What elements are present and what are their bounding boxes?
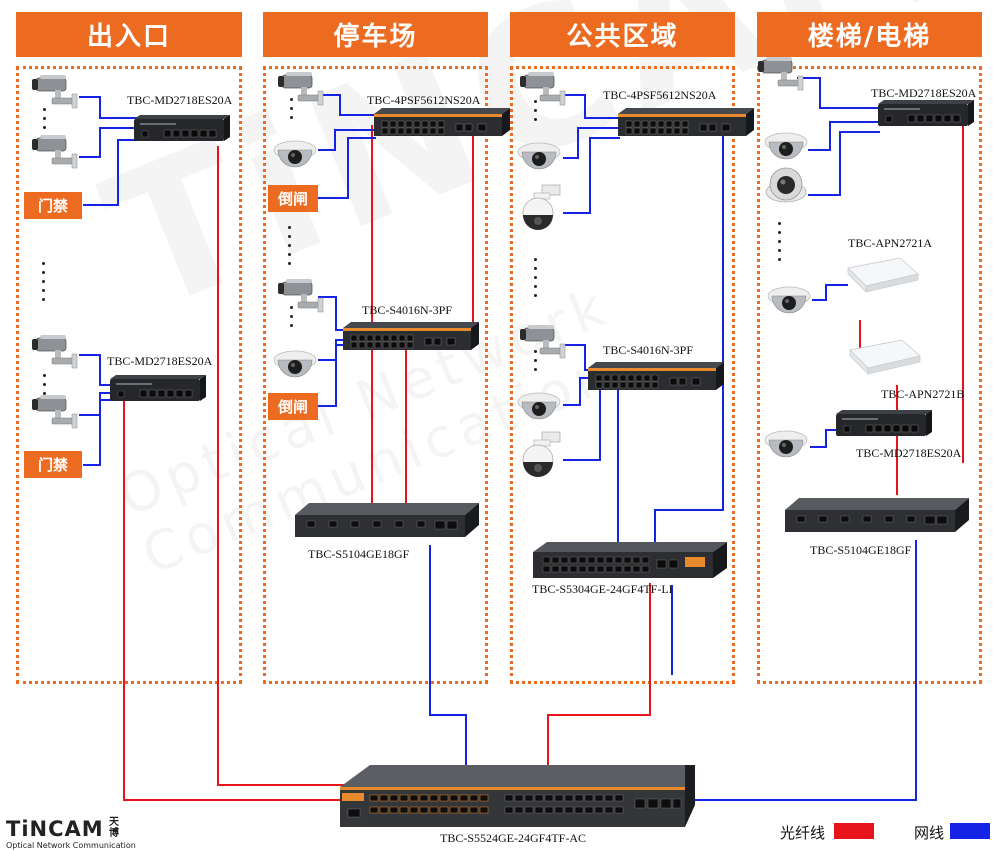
z3-poe-switch-top	[617, 107, 755, 137]
z4-ap-a-label: TBC-APN2721A	[848, 236, 933, 250]
zone-header-public-area: 公共区域	[510, 12, 735, 57]
z2-poe-switch-top	[373, 107, 511, 137]
z3-camera-ptz-2	[522, 431, 561, 478]
z1-camera-1	[31, 74, 78, 109]
legend-net-label: 网线	[914, 824, 945, 842]
z4-camera-bullet	[757, 56, 804, 91]
logo-brand: TiNCAM	[6, 817, 104, 841]
z1-more-cameras-dots-top	[43, 108, 47, 135]
z3-agg-switch	[533, 542, 727, 578]
core-switch-label: TBC-S5524GE-24GF4TF-AC	[440, 831, 587, 845]
z4-camera-dome-2	[767, 286, 811, 314]
zone-header-stairs-elevator: 楼梯/电梯	[757, 12, 982, 57]
z2-barrier-gate-tag: 倒闸	[268, 185, 318, 212]
z1-access-control-tag: 门禁	[24, 192, 82, 219]
legend-fiber-label: 光纤线	[780, 824, 826, 842]
z3-poe-switch-mid	[587, 361, 725, 391]
z2-poe-switch-mid-label: TBC-S4016N-3PF	[362, 303, 453, 317]
zone-header-parking: 停车场	[263, 12, 488, 57]
z3-camera-dome-2	[517, 392, 561, 420]
z3-more-devices-dots	[534, 258, 538, 303]
z3-poe-switch-mid-label: TBC-S4016N-3PF	[603, 343, 694, 357]
z4-switch-bottom-label: TBC-MD2718ES20A	[856, 446, 962, 460]
z4-agg-switch	[784, 497, 970, 533]
z1-camera-4	[31, 394, 78, 429]
z4-ap-a	[847, 257, 919, 293]
z3-camera-dome-1	[517, 142, 561, 170]
legend-net-swatch	[950, 823, 990, 839]
z3-camera-ptz-1	[522, 184, 561, 231]
z3-camera-bullet-1	[519, 71, 566, 106]
z2-camera-bullet-2	[277, 278, 324, 313]
z4-switch-top	[877, 99, 975, 127]
z2-camera-dome-2	[273, 350, 317, 378]
logo-cn-2: 博	[109, 828, 119, 839]
z1-switch-bottom-label: TBC-MD2718ES20A	[107, 354, 213, 368]
z2-poe-switch-mid	[342, 321, 480, 351]
z1-switch-top	[133, 114, 231, 142]
z1-more-cameras-dots	[43, 374, 47, 401]
zone-entrance	[16, 66, 242, 684]
z3-more-cameras-dots-mid	[534, 350, 538, 377]
z2-agg-switch-label: TBC-S5104GE18GF	[308, 547, 410, 561]
z2-agg-switch	[294, 502, 480, 538]
z3-camera-bullet-2	[519, 324, 566, 359]
zone-public-area	[510, 66, 735, 684]
z3-poe-switch-top-label: TBC-4PSF5612NS20A	[603, 88, 717, 102]
logo-cn-1: 天	[109, 817, 119, 828]
z4-agg-switch-label: TBC-S5104GE18GF	[810, 543, 912, 557]
zone-parking	[263, 66, 488, 684]
z2-more-cameras-dots-mid	[290, 306, 294, 333]
z1-camera-3	[31, 334, 78, 369]
z1-switch-bottom	[109, 374, 207, 402]
z1-access-control-tag-2: 门禁	[24, 451, 82, 478]
z2-barrier-gate-tag-2: 倒闸	[268, 393, 318, 420]
legend-fiber-swatch	[834, 823, 874, 839]
z2-more-devices-dots	[288, 226, 292, 271]
z4-ap-b-label: TBC-APN2721B	[881, 387, 965, 401]
z4-switch-bottom	[835, 409, 933, 437]
z3-agg-switch-label: TBC-S5304GE-24GF4TF-LI	[532, 582, 673, 596]
zone-header-entrance: 出入口	[16, 12, 242, 57]
z4-camera-eye	[765, 167, 807, 203]
z1-switch-top-label: TBC-MD2718ES20A	[127, 93, 233, 107]
zone-stairs-elevator	[757, 66, 982, 684]
z2-camera-dome-1	[273, 140, 317, 168]
z1-camera-2	[31, 134, 78, 169]
logo-tagline: Optical Network Communication	[6, 841, 136, 850]
z3-more-cameras-dots-top	[534, 100, 538, 127]
z4-camera-dome-3	[764, 430, 808, 458]
core-switch	[340, 765, 695, 827]
tincam-logo: TiNCAM 天 博 Optical Network Communication	[6, 817, 136, 850]
z2-poe-switch-top-label: TBC-4PSF5612NS20A	[367, 93, 481, 107]
z2-camera-bullet-1	[277, 71, 324, 106]
z4-more-devices-dots	[778, 222, 782, 267]
z4-camera-dome-1	[764, 132, 808, 160]
z4-switch-top-label: TBC-MD2718ES20A	[871, 86, 977, 100]
z2-more-cameras-dots-top	[290, 98, 294, 125]
z1-more-devices-dots	[42, 262, 46, 307]
